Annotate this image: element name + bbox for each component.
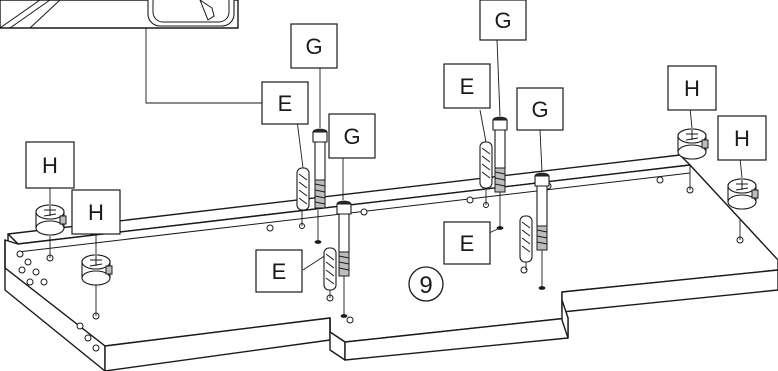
label-h-1: H [25, 141, 75, 189]
cam-lock-1 [35, 204, 67, 236]
label-e-3-text: E [460, 74, 475, 99]
cam-bolt-1 [312, 128, 328, 209]
cam-bolt-3 [492, 116, 508, 193]
guide-lines [49, 39, 743, 316]
label-g-4-text: G [531, 97, 548, 122]
cam-lock-4 [727, 178, 759, 210]
label-g-4: G [516, 87, 564, 131]
label-e-1-text: E [278, 91, 293, 116]
label-g-2-text: G [343, 124, 360, 149]
main-panel [4, 164, 778, 371]
label-e-4: E [443, 221, 491, 265]
label-h-4: H [717, 115, 767, 161]
step-number: 9 [419, 272, 432, 299]
cam-bolt-2 [336, 200, 352, 277]
label-e-4-text: E [460, 231, 475, 256]
label-h-3: H [667, 65, 717, 111]
label-h-3-text: H [684, 76, 700, 101]
label-h-4-text: H [734, 126, 750, 151]
label-e-3: E [443, 63, 491, 109]
label-g-1-text: G [305, 34, 322, 59]
label-e-1: E [261, 81, 309, 125]
dowel-2 [323, 247, 337, 291]
label-h-1-text: H [42, 153, 58, 178]
label-g-2: G [328, 113, 376, 159]
step-number-badge: 9 [408, 266, 444, 302]
dowel-1 [296, 167, 310, 211]
label-g-3: G [479, 0, 527, 41]
dowel-4 [519, 215, 533, 263]
cam-lock-3 [677, 128, 709, 160]
cam-lock-2 [81, 254, 113, 286]
label-h-2-text: H [88, 200, 104, 225]
label-g-1: G [290, 23, 338, 69]
label-e-2-text: E [272, 259, 287, 284]
dowel-3 [479, 141, 493, 189]
label-e-2: E [255, 249, 303, 293]
cam-bolt-4 [534, 172, 550, 251]
label-g-3-text: G [494, 8, 511, 33]
label-h-2: H [71, 189, 121, 235]
inset-detail [0, 0, 262, 104]
